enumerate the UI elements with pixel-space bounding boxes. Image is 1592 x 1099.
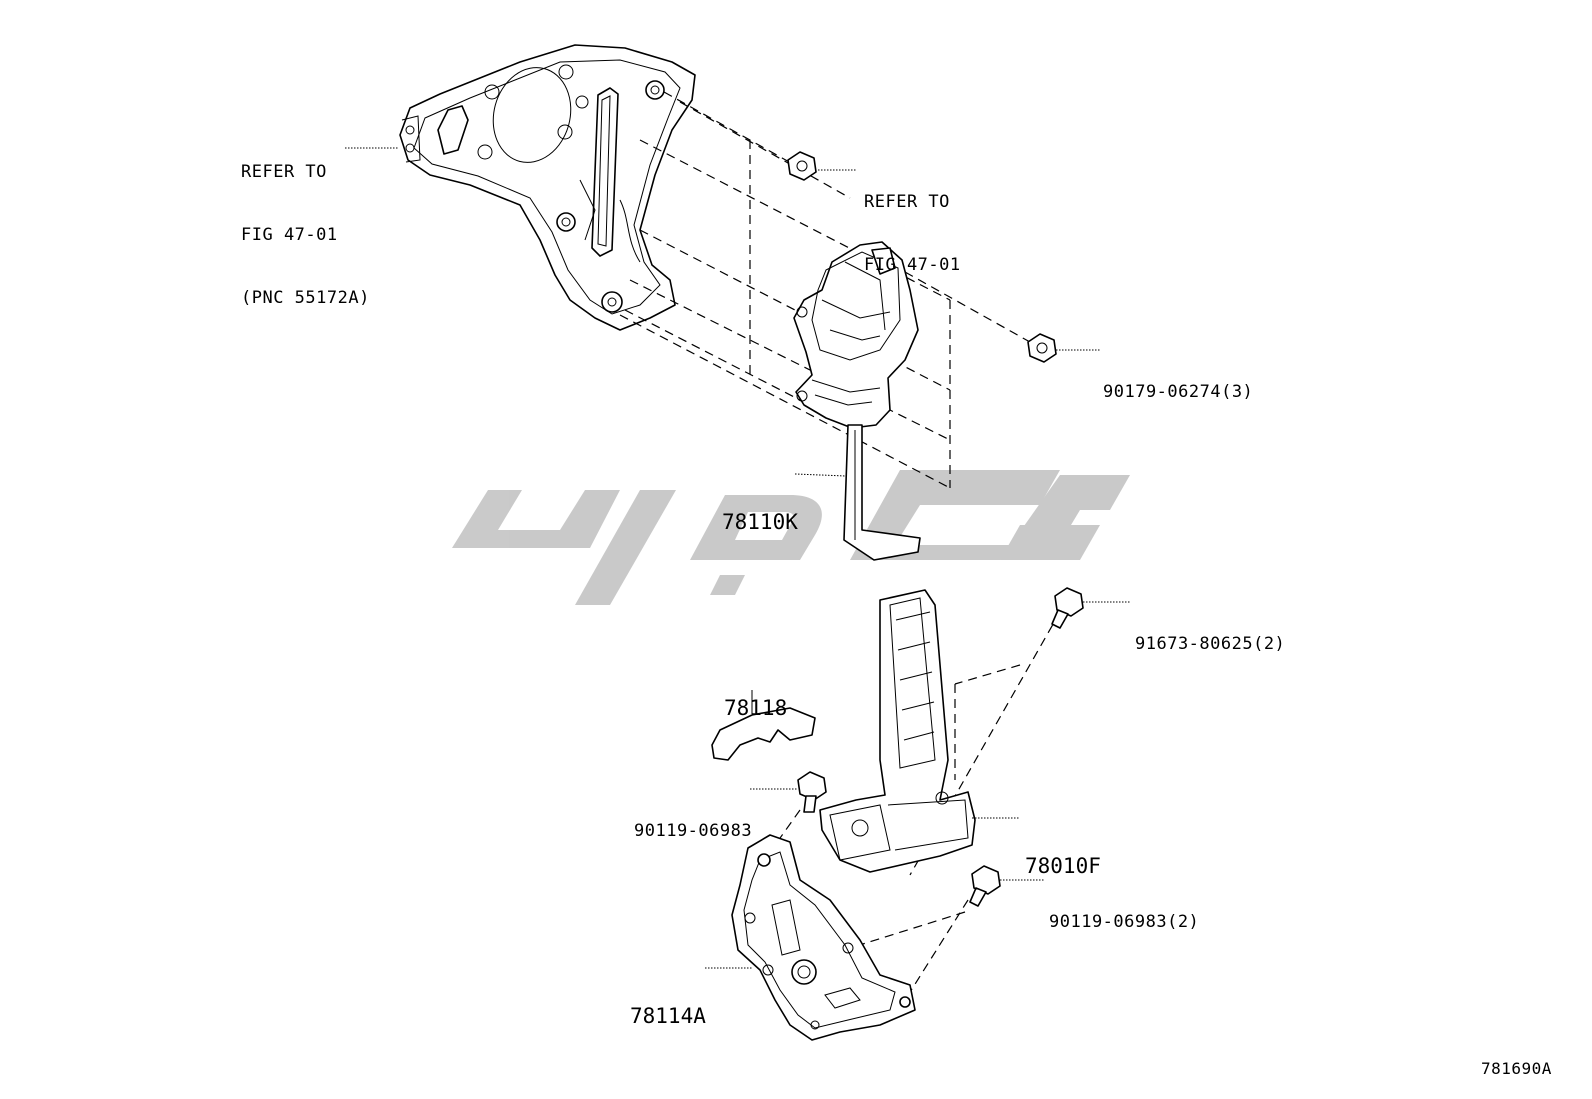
part-number-label: 78114A [630,1004,706,1028]
callout-line: REFER TO [864,192,950,212]
callout-part-78114A[interactable]: 78114A [630,956,706,1052]
part-number-label: 91673-80625(2) [1135,634,1286,654]
callout-refer-nut[interactable]: REFER TO FIG 47-01 [864,150,961,297]
part-number-label: 90119-06983 [634,821,753,841]
sheet-id: 781690A [1481,1059,1552,1078]
callout-part-78110K[interactable]: 78110K [722,462,798,558]
mounting-nut-refer[interactable] [787,151,817,181]
callout-line: FIG 47-01 [241,225,338,245]
callout-line: REFER TO [241,162,327,182]
pedal-bracket-78114A[interactable] [731,834,916,1041]
callout-part-78010F[interactable]: 78010F [1025,806,1101,902]
callout-part-78118[interactable]: 78118 [724,648,787,744]
part-number-label: 78010F [1025,854,1101,878]
watermark-logo [452,470,1130,605]
upper-mounting-bracket[interactable] [399,44,696,331]
callout-part-90119-06983-single[interactable]: 90119-06983 [634,779,752,863]
bolt-90119-06983-double[interactable] [969,865,1001,907]
callout-part-90119-06983-double[interactable]: 90119-06983(2) [1049,870,1199,954]
leader-lines [345,147,1130,969]
bolt-91673-80625[interactable] [1051,587,1084,629]
callout-refer-bracket[interactable]: REFER TO FIG 47-01 (PNC 55172A) [241,120,370,330]
callout-line: FIG 47-01 [864,255,961,275]
callout-line: (PNC 55172A) [241,288,370,308]
nut-90179-06274[interactable] [1027,333,1057,363]
bolt-90119-06983-single[interactable] [797,771,827,813]
pedal-sensor-assembly[interactable] [793,241,921,561]
part-number-label: 90119-06983(2) [1049,912,1200,932]
part-number-label: 78118 [724,696,788,720]
callout-part-91673-80625[interactable]: 91673-80625(2) [1135,592,1285,676]
accelerator-pedal[interactable] [819,589,976,873]
part-number-label: 90179-06274(3) [1103,382,1254,402]
callout-part-90179-06274[interactable]: 90179-06274(3) [1103,340,1253,424]
clip-78118[interactable] [711,690,816,761]
part-number-label: 78110K [722,510,798,534]
